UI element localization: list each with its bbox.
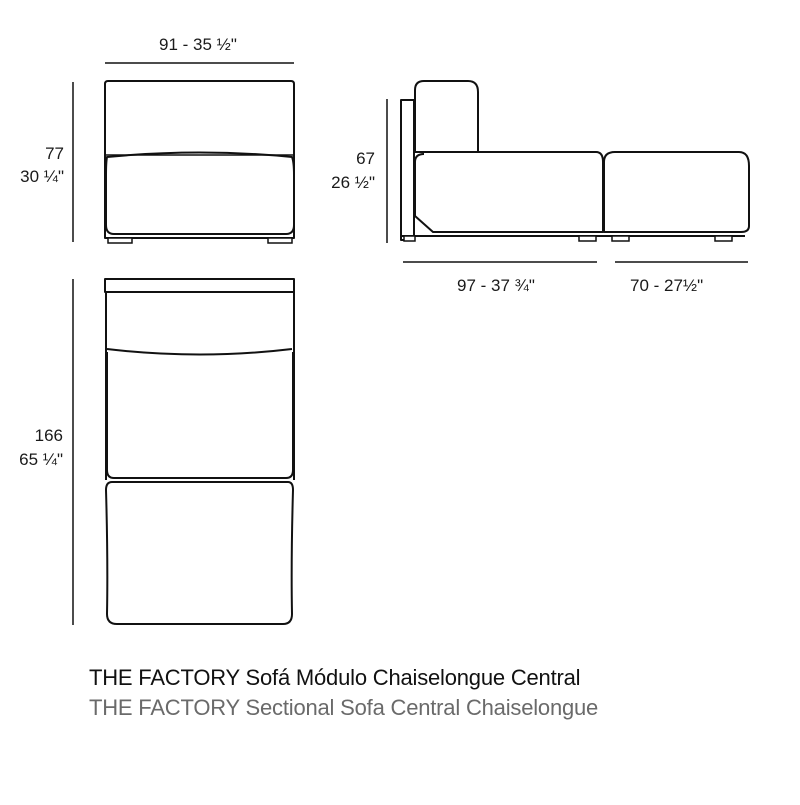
front-height-cm-label: 77: [45, 144, 64, 163]
top-seat-cushion: [106, 352, 294, 479]
top-back-cushion-seam: [106, 348, 293, 356]
front-width-label: 91 - 35 ½": [159, 35, 237, 54]
product-title-english: THE FACTORY Sectional Sofa Central Chais…: [89, 695, 599, 720]
front-height-in-label: 30 ¼": [20, 167, 64, 186]
side-chaise-cushion: [603, 151, 750, 233]
side-seat-depth-label: 97 - 37 ¾": [457, 276, 535, 295]
side-view: [386, 80, 750, 263]
product-title-spanish: THE FACTORY Sofá Módulo Chaiselongue Cen…: [89, 665, 581, 690]
top-view: [72, 278, 295, 625]
front-foot-right: [267, 237, 293, 244]
front-seat-cushion: [105, 151, 295, 235]
side-foot-3: [611, 235, 630, 242]
side-foot-2: [578, 235, 597, 242]
side-seat-cushion: [414, 151, 604, 233]
top-back-frame: [104, 278, 295, 293]
side-height-cm-label: 67: [356, 149, 375, 168]
top-body-sides: [105, 292, 295, 480]
top-length-in-label: 65 ¼": [19, 450, 63, 469]
side-foot-4: [714, 235, 733, 242]
front-foot-left: [107, 237, 133, 244]
side-back-cushion: [414, 80, 479, 152]
side-foot-1: [403, 235, 416, 242]
side-height-in-label: 26 ½": [331, 173, 375, 192]
front-view: [72, 62, 295, 244]
front-backrest: [104, 80, 295, 239]
side-back-frame: [400, 99, 415, 241]
top-length-cm-label: 166: [34, 426, 63, 445]
top-chaise-cushion: [105, 481, 294, 625]
side-chaise-depth-label: 70 - 27½": [630, 276, 704, 295]
